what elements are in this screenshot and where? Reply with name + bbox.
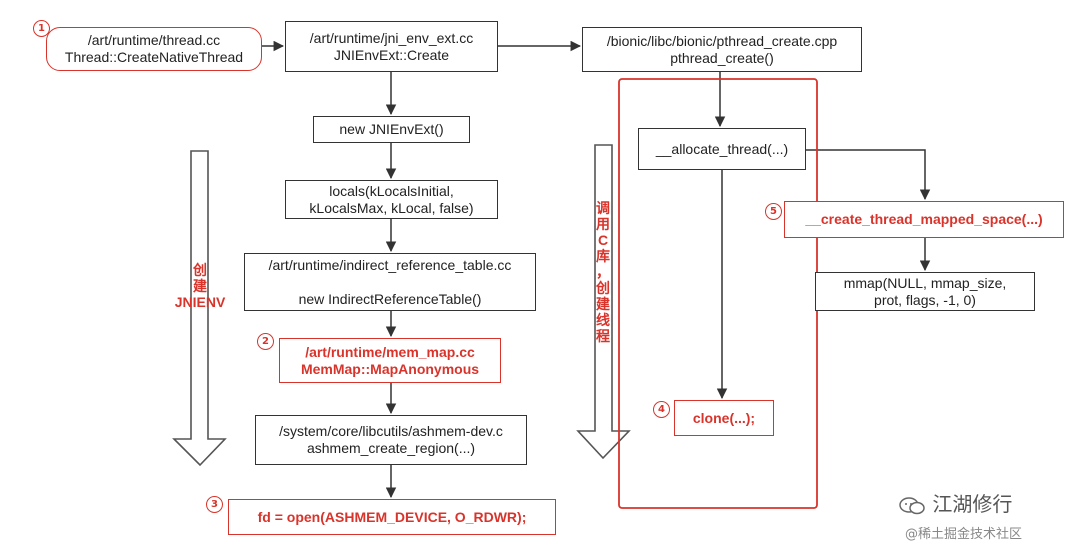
- ashmem-box: /system/core/libcutils/ashmem-dev.c ashm…: [255, 415, 527, 465]
- big-down-arrow-middle: [576, 144, 631, 460]
- step-badge-3: 3: [206, 496, 223, 513]
- memmap-line2: MemMap::MapAnonymous: [300, 360, 480, 377]
- create-jnienv-char-1: 创: [193, 262, 207, 278]
- middle-label-char-7: 建: [596, 296, 610, 312]
- middle-label-char-2: 用: [596, 216, 610, 232]
- clone-label: clone(...);: [692, 409, 756, 426]
- jni-env-ext-box: /art/runtime/jni_env_ext.cc JNIEnvExt::C…: [285, 21, 498, 72]
- arrow-allocate-to-mapped: [806, 149, 931, 201]
- new-jnienvext-box: new JNIEnvExt(): [313, 116, 470, 143]
- pthread-box-line2: pthread_create(): [670, 49, 774, 66]
- new-jnienvext-label: new JNIEnvExt(): [339, 121, 444, 137]
- big-down-arrow-left: [172, 150, 227, 467]
- wechat-brand: 江湖修行: [898, 488, 1012, 517]
- jnienv-box-line2: JNIEnvExt::Create: [333, 46, 450, 63]
- fd-open-label: fd = open(ASHMEM_DEVICE, O_RDWR);: [257, 508, 527, 525]
- irt-line1: /art/runtime/indirect_reference_table.cc: [268, 256, 512, 273]
- create-jnienv-char-2: 建: [193, 278, 207, 294]
- allocate-thread-label: __allocate_thread(...): [655, 140, 789, 157]
- step-badge-5: 5: [765, 203, 782, 220]
- middle-label-char-8: 线: [596, 312, 610, 328]
- clone-box: clone(...);: [674, 400, 774, 436]
- create-mapped-label: __create_thread_mapped_space(...): [805, 211, 1043, 227]
- middle-label-char-9: 程: [596, 328, 610, 344]
- step-badge-4: 4: [653, 401, 670, 418]
- fd-open-box: fd = open(ASHMEM_DEVICE, O_RDWR);: [228, 499, 556, 535]
- indirect-reference-table-box: /art/runtime/indirect_reference_table.cc…: [244, 253, 536, 311]
- pthread-create-box: /bionic/libc/bionic/pthread_create.cpp p…: [582, 27, 862, 72]
- create-jnienv-label: 创 建 JNIENV: [168, 262, 232, 310]
- jnienv-box-line1: /art/runtime/jni_env_ext.cc: [309, 29, 474, 46]
- step-badge-1: 1: [33, 20, 50, 37]
- middle-label-char-1: 调: [596, 200, 610, 216]
- mmap-box: mmap(NULL, mmap_size, prot, flags, -1, 0…: [815, 272, 1035, 311]
- ashmem-line2: ashmem_create_region(...): [306, 440, 476, 456]
- allocate-thread-box: __allocate_thread(...): [638, 128, 806, 170]
- mmap-line2: prot, flags, -1, 0): [874, 291, 976, 308]
- create-thread-mapped-space-box: __create_thread_mapped_space(...): [784, 201, 1064, 238]
- locals-line2: kLocalsMax, kLocal, false): [309, 199, 474, 216]
- mmap-line1: mmap(NULL, mmap_size,: [843, 274, 1007, 291]
- irt-line2: [388, 274, 392, 291]
- thread-box-line1: /art/runtime/thread.cc: [87, 32, 221, 48]
- middle-label-char-5: ，: [596, 264, 610, 280]
- locals-line1: locals(kLocalsInitial,: [329, 182, 454, 199]
- call-c-lib-create-thread-label: 调 用 C 库 ， 创 建 线 程: [592, 200, 614, 344]
- site-credit: @稀土掘金技术社区: [905, 527, 1023, 542]
- middle-label-char-6: 创: [596, 280, 610, 296]
- locals-box: locals(kLocalsInitial, kLocalsMax, kLoca…: [285, 180, 498, 219]
- wechat-icon: [899, 496, 925, 514]
- irt-line3: new IndirectReferenceTable(): [298, 290, 482, 307]
- create-jnienv-char-3: JNIENV: [174, 294, 226, 310]
- memmap-line1: /art/runtime/mem_map.cc: [305, 343, 475, 360]
- step-badge-2: 2: [257, 333, 274, 350]
- brand-name: 江湖修行: [932, 492, 1013, 516]
- middle-label-char-4: 库: [596, 248, 610, 264]
- pthread-box-line1: /bionic/libc/bionic/pthread_create.cpp: [606, 32, 838, 49]
- ashmem-line1: /system/core/libcutils/ashmem-dev.c: [279, 423, 503, 439]
- thread-box-line2: Thread::CreateNativeThread: [64, 49, 244, 65]
- mem-map-box: /art/runtime/mem_map.cc MemMap::MapAnony…: [279, 338, 501, 383]
- thread-create-native-box: /art/runtime/thread.cc Thread::CreateNat…: [46, 27, 262, 71]
- middle-label-char-3: C: [597, 232, 609, 248]
